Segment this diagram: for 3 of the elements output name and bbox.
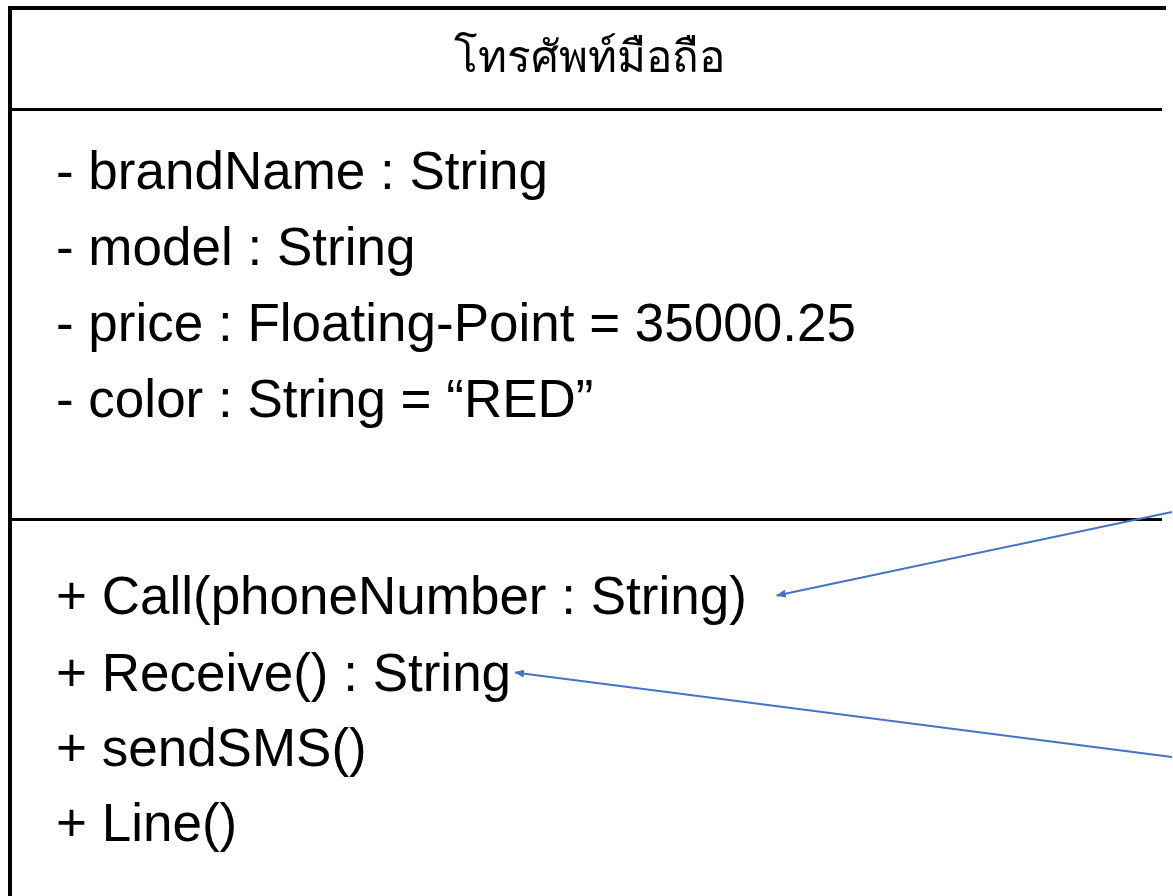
- arrow: [775, 511, 1173, 598]
- class-box: [8, 6, 1166, 896]
- arrow: [514, 669, 1173, 758]
